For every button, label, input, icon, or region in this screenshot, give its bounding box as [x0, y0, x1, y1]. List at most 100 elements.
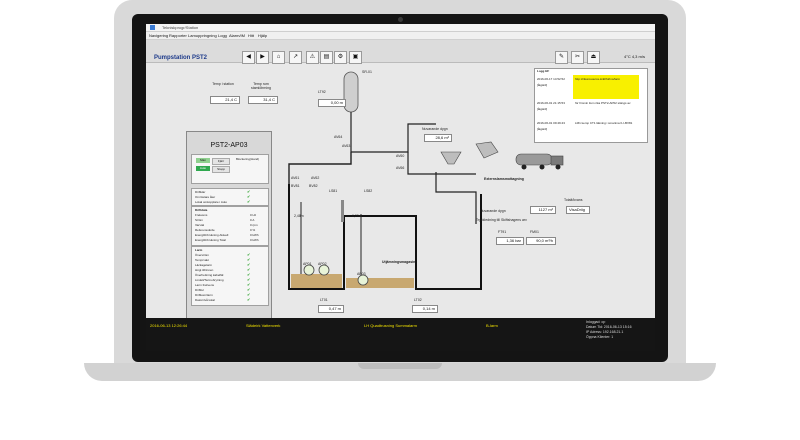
fm01-label: FM01	[530, 230, 539, 234]
reception-funnel	[475, 141, 499, 159]
tool-icon[interactable]: ✂	[571, 51, 584, 64]
log-text: för fimmin ilum rika PST2-AP02 stängs av	[575, 101, 631, 105]
tag-av63: AV63	[342, 144, 351, 148]
menu-hjalp[interactable]: Hjälp	[258, 33, 268, 38]
mode-man-button[interactable]: Man	[196, 158, 210, 163]
event-log[interactable]: Logg HF 2016-06-17 14:52:52 http://cEuro…	[534, 68, 648, 143]
reservoir-wall	[288, 184, 482, 290]
app-icon	[150, 25, 155, 30]
level-a-label: 2,48m	[294, 214, 304, 218]
menu-rapporter[interactable]: Rapporter	[169, 33, 187, 38]
mode-fjarr-button[interactable]: Fjärr	[212, 158, 230, 165]
forward-icon[interactable]: ▶	[256, 51, 269, 64]
level-sensor	[341, 200, 344, 222]
log-highlight	[573, 75, 639, 99]
status-tag1[interactable]: Slädeirk Vattenverk	[246, 323, 281, 328]
tag-av62: AV62	[311, 176, 320, 180]
panel-status-section: Driftklar Omröstare åter Lokal omkopplar…	[191, 188, 269, 206]
reservoir-sludge-left	[291, 274, 342, 288]
drift-heading: Driftdata	[195, 208, 208, 212]
tag-ls82: LS82	[364, 189, 373, 193]
settings-icon[interactable]: ⚙	[334, 51, 347, 64]
status-tag3[interactable]: B-larm	[486, 323, 498, 328]
check-icon: ✔	[247, 257, 251, 262]
pipe-discharge	[435, 172, 477, 224]
log-action: [åtgärd]	[537, 127, 548, 131]
menu-navigering[interactable]: Navigering	[149, 33, 169, 38]
nuvarande-dygn-value: 28,6 m³	[424, 134, 452, 142]
log-text: LM1 kemp CT1 läkning i smarima II-I-BV81	[575, 121, 633, 125]
drift-row-value: 0 A	[250, 218, 255, 222]
status-datetime: Datum Tid: 2016-06-13 15:16	[586, 325, 632, 329]
magasin-label: Utjämningsmagasin	[382, 260, 416, 264]
totalt-button[interactable]: VisaDriig	[566, 206, 590, 214]
panel-larm-section: Larm Överström Temprvakt Läckagelarm Hög…	[191, 246, 269, 306]
document-icon[interactable]: ▤	[320, 51, 333, 64]
sr01-label: SR-01	[362, 70, 372, 74]
check-icon: ✔	[247, 252, 251, 257]
lt92-label: LT92	[318, 90, 326, 94]
back-icon[interactable]: ◀	[242, 51, 255, 64]
drift-row-value: 0 kWh	[250, 238, 259, 242]
ft91-value: 1,36 bar	[496, 237, 524, 245]
drift-row-key: Energiförbrukning Aktuell	[195, 233, 229, 237]
print-icon[interactable]: ▣	[349, 51, 362, 64]
pump-ap02-label: AP02	[318, 262, 327, 266]
totalt-label: Totalt/kvans	[564, 198, 583, 202]
larm-row: Driftkom/larm	[195, 293, 213, 297]
log-action: [åtgärd]	[537, 107, 548, 111]
status-row: Omröstare åter	[195, 195, 216, 199]
larm-row: Datornivå lokal	[195, 298, 215, 302]
check-icon: ✔	[247, 277, 251, 282]
menu-alarm[interactable]: Alarm/IM	[229, 33, 245, 38]
auto-button[interactable]: Auto	[196, 166, 210, 171]
log-title: Logg HF	[537, 69, 550, 73]
larm-row: Larm frekvens	[195, 283, 215, 287]
process-diagram	[288, 71, 564, 290]
temp-room-label: Temp rum stamlöhrning	[250, 82, 272, 90]
drift-row-key: Varvtal	[195, 223, 205, 227]
pump-ap03	[357, 274, 369, 286]
larm-row: Överström	[195, 253, 210, 257]
log-action: [åtgärd]	[537, 83, 548, 87]
menu-logg[interactable]: Logg	[218, 33, 227, 38]
tryck-label: Tryckledning till Skiftshagens arv	[476, 218, 527, 222]
lt02-label: LT02	[414, 298, 422, 302]
trend-icon[interactable]: ↗	[289, 51, 302, 64]
check-icon: ✔	[247, 262, 251, 267]
log-date: 2016-06-01 09:49:43	[537, 121, 565, 125]
weather-readout: 4°C 4,3 m/s	[624, 54, 645, 59]
exit-icon[interactable]: ⏏	[587, 51, 600, 64]
menu-hitt[interactable]: Hitt	[248, 33, 254, 38]
status-row: Driftklar	[195, 190, 206, 194]
camera-icon	[398, 17, 403, 22]
panel-mode-section: Man Fjärr Auto Stopp Blockering(Hand)	[191, 154, 269, 184]
pump-control-panel: PST2-AP03 Man Fjärr Auto Stopp Blockerin…	[186, 131, 272, 323]
pump-ap02	[318, 264, 330, 276]
tag-av64: AV64	[334, 135, 343, 139]
check-icon: ✔	[247, 194, 251, 199]
drift-row-key: Referensvärde	[195, 228, 215, 232]
home-icon[interactable]: ⌂	[272, 51, 285, 64]
stop-button[interactable]: Stopp	[212, 166, 230, 173]
check-icon: ✔	[247, 267, 251, 272]
blockering-label: Blockering(Hand)	[236, 157, 260, 161]
check-icon: ✔	[247, 272, 251, 277]
pump-ap01-label: AP01	[303, 262, 312, 266]
drift-row-value: 0 rpm	[250, 223, 258, 227]
ft91-label: FT91	[498, 230, 507, 234]
log-date: 2016-06-17 14:52:52	[537, 77, 565, 81]
edit-icon[interactable]: ✎	[555, 51, 568, 64]
window-title: Tekniskprogr/Station	[162, 25, 199, 30]
lt01-value: 0,47 m	[318, 305, 344, 313]
drift-row-value: 0 %	[250, 228, 256, 232]
check-icon: ✔	[247, 287, 251, 292]
temp-room-value: 31,4 C	[248, 96, 278, 104]
truck-cab	[550, 155, 564, 166]
status-tag2[interactable]: LH Quadtrusning Summalarm	[364, 323, 417, 328]
warning-icon[interactable]: ⚠	[306, 51, 319, 64]
pump-ap01	[303, 264, 315, 276]
menu-lamuppringning[interactable]: Lamuppringning	[188, 33, 217, 38]
temp-station-value: 21,4 C	[210, 96, 240, 104]
status-timestamp: 2016-06-13 12:26:44	[150, 323, 188, 328]
